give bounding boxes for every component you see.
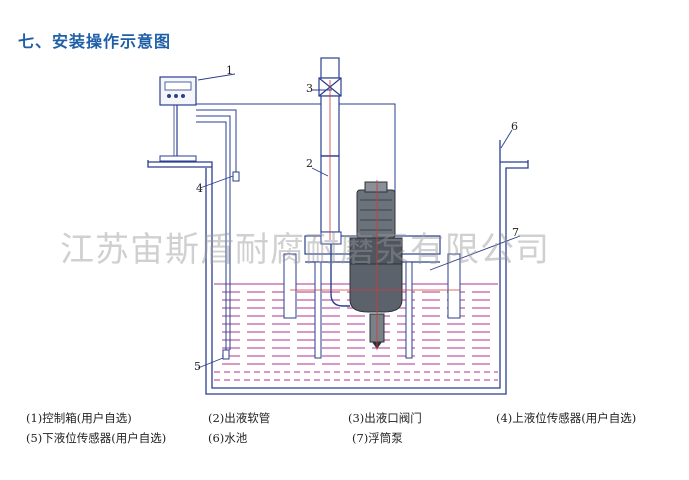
leader-lines [197,73,521,369]
legend-item-3: (3)出液口阀门 [348,411,422,425]
control-box [159,76,197,162]
legend-item-7: (7)浮筒泵 [352,431,403,445]
guide-lines [290,80,460,350]
legend-item-4: (4)上液位传感器(用户自选) [496,411,637,425]
callout-1: 1 [226,64,233,77]
company-watermark: 江苏宙斯盾耐腐耐磨泵有限公司 [60,230,550,270]
callout-4: 4 [196,182,203,195]
callout-3: 3 [306,82,313,95]
pool [147,140,529,395]
page-title: 七、安装操作示意图 [18,32,172,51]
legend-item-6: (6)水池 [208,431,248,445]
legend-item-5: (5)下液位传感器(用户自选) [26,431,167,445]
sensor-cables [196,103,396,352]
callout-5: 5 [194,360,201,373]
legend-item-1: (1)控制箱(用户自选) [26,411,132,425]
callout-6: 6 [511,120,518,133]
callout-7: 7 [512,226,519,239]
lower-level-sensor [222,349,230,360]
upper-level-sensor [232,171,240,182]
callout-2: 2 [306,157,313,170]
legend-item-2: (2)出液软管 [208,411,271,425]
